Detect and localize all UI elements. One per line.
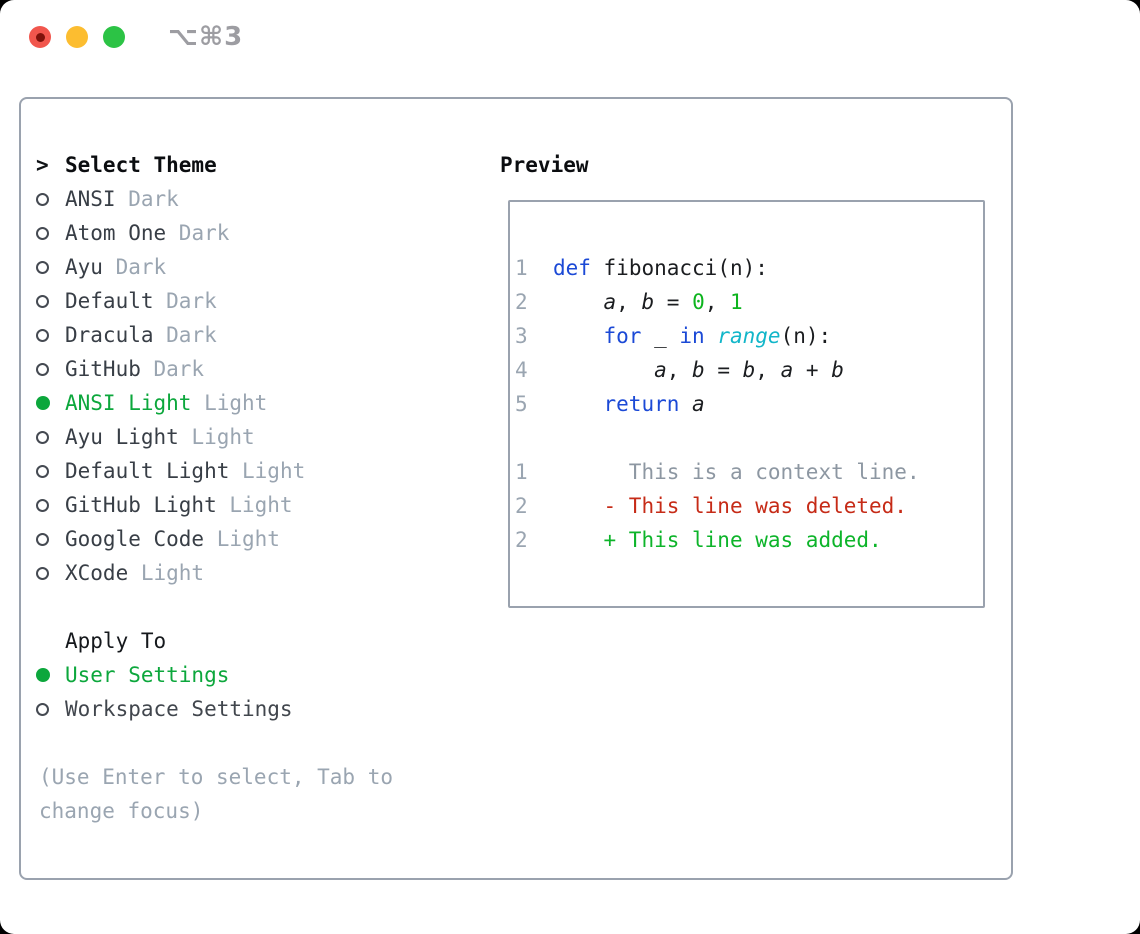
code-line: 4 a, b = b, a + b (515, 358, 844, 382)
theme-variant: Light (191, 391, 268, 415)
preview-box: 1 def fibonacci(n): 2 a, b = 0, 1 3 for _ … (508, 200, 985, 608)
line-number: 1 (515, 460, 528, 484)
spacer-row (36, 590, 481, 624)
code-line: 1 def fibonacci(n): (515, 256, 768, 280)
line-number: 2 (515, 494, 528, 518)
theme-variant: Dark (140, 357, 205, 381)
code-line: 5 return a (515, 392, 705, 416)
radio-icon (36, 261, 49, 274)
theme-name: Ayu (65, 255, 103, 279)
theme-name: Ayu Light (65, 425, 179, 449)
theme-name: Dracula (65, 323, 154, 347)
radio-icon (36, 396, 50, 410)
titlebar: ⌥⌘3 (0, 0, 1140, 74)
theme-variant: Dark (166, 221, 230, 245)
theme-name: ANSI (65, 187, 116, 211)
line-number: 1 (515, 256, 528, 280)
theme-variant: Dark (115, 187, 179, 211)
code-line: 2 a, b = 0, 1 (515, 290, 743, 314)
theme-name: GitHub Light (65, 493, 217, 517)
radio-icon (36, 431, 49, 444)
theme-name: XCode (65, 561, 129, 585)
theme-option[interactable]: Default Dark (36, 284, 481, 318)
close-dot-icon (35, 32, 45, 42)
spacer-row (36, 726, 481, 760)
theme-option[interactable]: Ayu Dark (36, 250, 481, 284)
radio-icon (36, 533, 49, 546)
radio-icon (36, 363, 49, 376)
traffic-lights (29, 26, 125, 48)
theme-variant: Dark (102, 255, 167, 279)
theme-name: ANSI Light (65, 391, 192, 415)
select-theme-header: > Select Theme (36, 148, 481, 182)
theme-name: Google Code (65, 527, 205, 551)
line-number: 2 (515, 290, 528, 314)
line-number: 4 (515, 358, 528, 382)
line-number: 3 (515, 324, 528, 348)
theme-option[interactable]: ANSI Dark (36, 182, 481, 216)
theme-name: Atom One (65, 221, 167, 245)
theme-name: GitHub (65, 357, 141, 381)
theme-name: Default (65, 289, 154, 313)
apply-option-label: Workspace Settings (65, 697, 293, 721)
radio-icon (36, 668, 50, 682)
theme-variant: Light (216, 493, 293, 517)
diff-line: 2 + This line was added. (515, 528, 882, 552)
theme-variant: Light (229, 459, 306, 483)
diff-line: 1 This is a context line. (515, 460, 920, 484)
theme-variant: Light (178, 425, 255, 449)
code-preview: 1 def fibonacci(n): 2 a, b = 0, 1 3 for _ … (510, 202, 983, 557)
cursor-arrow-icon: > (36, 153, 49, 177)
preview-title: Preview (500, 153, 589, 177)
theme-name: Default Light (65, 459, 230, 483)
spacer-line (515, 421, 983, 455)
code-line: 3 for _ in range(n): (515, 324, 832, 348)
apply-option[interactable]: User Settings (36, 658, 481, 692)
line-number: 5 (515, 392, 528, 416)
theme-variant: Dark (153, 289, 217, 313)
theme-option[interactable]: XCode Light (36, 556, 481, 590)
theme-option[interactable]: Ayu Light Light (36, 420, 481, 454)
theme-option[interactable]: GitHub Dark (36, 352, 481, 386)
theme-option[interactable]: Google Code Light (36, 522, 481, 556)
radio-icon (36, 295, 49, 308)
theme-variant: Dark (153, 323, 217, 347)
apply-option-label: User Settings (65, 663, 230, 687)
line-number: 2 (515, 528, 528, 552)
select-theme-title: Select Theme (65, 153, 217, 177)
apply-option[interactable]: Workspace Settings (36, 692, 481, 726)
help-text: (Use Enter to select, Tab to change focu… (39, 765, 394, 823)
radio-icon (36, 193, 49, 206)
radio-icon (36, 499, 49, 512)
radio-icon (36, 703, 49, 716)
zoom-button[interactable] (103, 26, 125, 48)
radio-icon (36, 329, 49, 342)
code-lines: 1 def fibonacci(n): 2 a, b = 0, 1 3 for _ … (515, 251, 983, 421)
theme-variant: Light (204, 527, 280, 551)
window-shortcut-label: ⌥⌘3 (168, 22, 244, 52)
radio-icon (36, 567, 49, 580)
apply-to-header-row: Apply To (36, 624, 481, 658)
apply-to-title: Apply To (65, 629, 167, 653)
radio-icon (36, 465, 49, 478)
radio-icon (36, 227, 49, 240)
theme-option[interactable]: ANSI Light Light (36, 386, 481, 420)
theme-variant: Light (128, 561, 205, 585)
close-button[interactable] (29, 26, 51, 48)
theme-option[interactable]: Dracula Dark (36, 318, 481, 352)
theme-option[interactable]: Default Light Light (36, 454, 481, 488)
diff-lines: 1 This is a context line. 2 - This line w… (515, 455, 983, 557)
theme-option[interactable]: Atom One Dark (36, 216, 481, 250)
theme-option[interactable]: GitHub Light Light (36, 488, 481, 522)
diff-line: 2 - This line was deleted. (515, 494, 907, 518)
minimize-button[interactable] (66, 26, 88, 48)
